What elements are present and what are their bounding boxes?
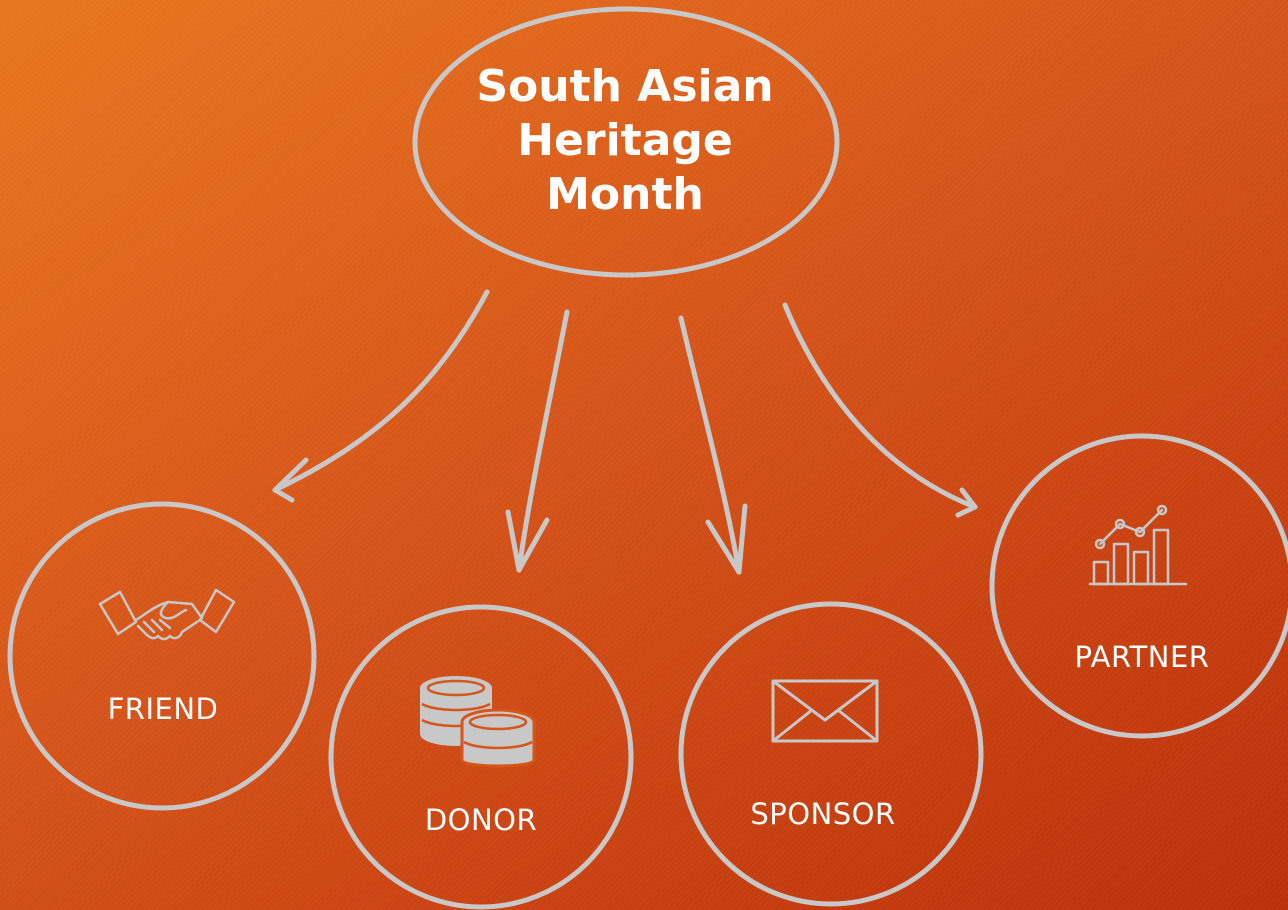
arrow-to-partner <box>782 302 978 518</box>
hub-title-line-2: Heritage <box>517 115 733 166</box>
arrow-to-sponsor <box>678 315 748 575</box>
envelope-icon <box>771 679 879 743</box>
hub-title-line-3: Month <box>546 169 704 220</box>
tier-label-friend: FRIEND <box>107 692 219 726</box>
partner-circle <box>989 433 1288 739</box>
hub-title: South Asian Heritage Month <box>420 60 830 222</box>
handshake-icon <box>98 588 236 641</box>
donor-circle <box>328 604 634 910</box>
arrow-to-donor <box>505 309 570 573</box>
arrow-to-friend <box>272 289 490 503</box>
hub-title-line-1: South Asian <box>476 61 774 112</box>
tier-label-sponsor: SPONSOR <box>750 797 896 831</box>
tier-label-partner: PARTNER <box>1074 640 1210 674</box>
tier-label-donor: DONOR <box>424 803 538 837</box>
sponsor-circle <box>678 601 984 907</box>
coins-icon <box>420 676 536 768</box>
growth-chart-icon <box>1088 504 1188 586</box>
hub-ellipse <box>412 6 840 278</box>
friend-circle <box>7 501 317 811</box>
